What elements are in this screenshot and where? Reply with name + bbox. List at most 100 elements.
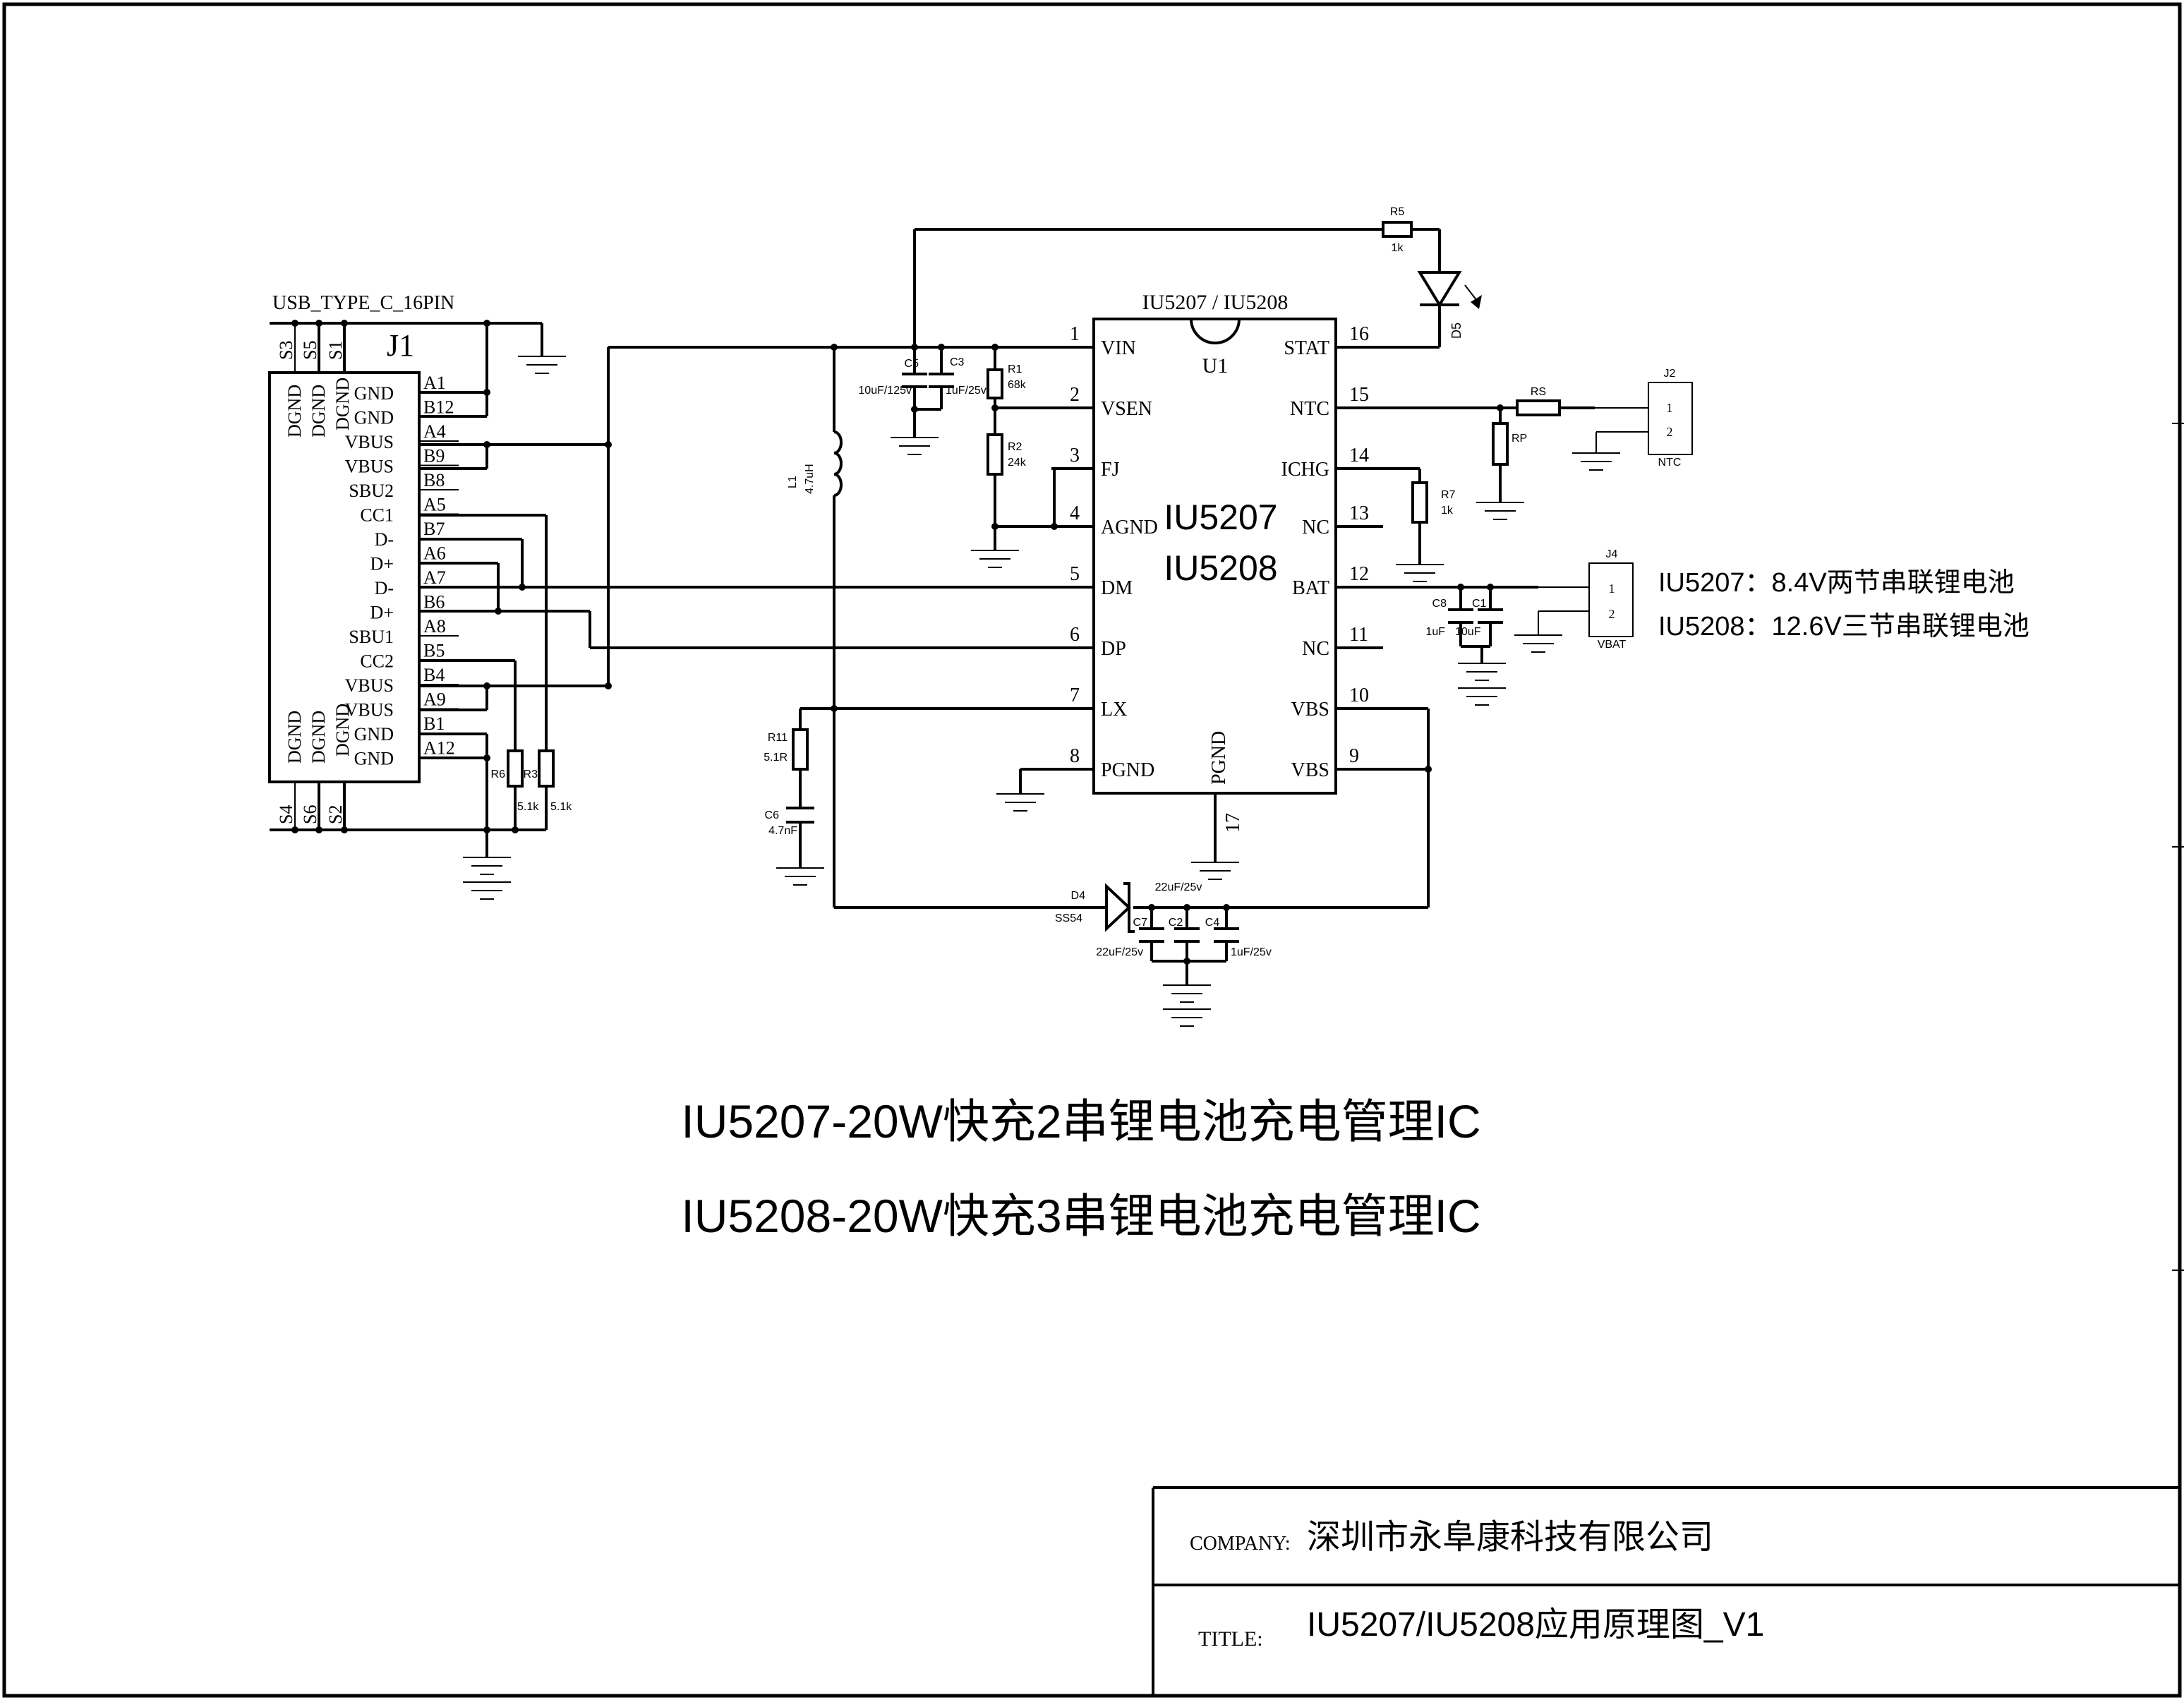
wires <box>419 228 1648 1027</box>
chip-pin-name: LX <box>1101 699 1127 721</box>
led-d5: D5 <box>1417 271 1482 339</box>
r6-value: 5.1k <box>517 801 539 813</box>
capacitor-c1: C1 10uF <box>1455 598 1503 638</box>
capacitor-c4: C4 1uF/25v <box>1205 917 1272 958</box>
chip-part-title: IU5207 / IU5208 <box>1142 291 1289 314</box>
r7-ref: R7 <box>1441 489 1456 501</box>
chip-name-line2: IU5208 <box>1164 548 1277 588</box>
usb-pin-number: A8 <box>423 616 446 637</box>
usb-pin-number: A4 <box>423 421 446 442</box>
usb-pin-number: B9 <box>423 446 445 466</box>
r1-value: 68k <box>1008 379 1027 391</box>
usb-pin-number: B6 <box>423 592 445 613</box>
u1-chip: IU5207 / IU5208 U1 IU5207 IU5208 1VIN2VS… <box>1051 291 1369 833</box>
j4-label: VBAT <box>1598 639 1627 651</box>
chip-pin-name: VIN <box>1101 337 1136 359</box>
r2-ref: R2 <box>1008 441 1022 453</box>
headline-line1: IU5207-20W快充2串锂电池充电管理IC <box>681 1095 1480 1147</box>
battery-notes: IU5207：8.4V两节串联锂电池 IU5208：12.6V三节串联锂电池 <box>1658 568 2029 641</box>
usb-pin-number: B4 <box>423 665 445 685</box>
title-block: COMPANY: 深圳市永阜康科技有限公司 TITLE: IU5207/IU52… <box>1152 1486 2180 1696</box>
note-iu5207: IU5207：8.4V两节串联锂电池 <box>1658 568 2015 598</box>
c8-ref: C8 <box>1432 598 1447 610</box>
usb-pin-number: A9 <box>423 689 446 710</box>
chip-pin-name: VBS <box>1291 759 1329 781</box>
chip-pin-number: 10 <box>1349 685 1369 706</box>
title-label: TITLE: <box>1198 1627 1263 1651</box>
j2-pin2: 2 <box>1667 425 1673 439</box>
r5-ref: R5 <box>1390 206 1405 218</box>
c1-value: 10uF <box>1455 626 1481 638</box>
usb-pin-number: B12 <box>423 397 454 418</box>
rs-ref: RS <box>1531 386 1546 398</box>
chip-pin-number: 14 <box>1349 445 1369 466</box>
title-value: IU5207/IU5208应用原理图_V1 <box>1307 1606 1764 1644</box>
resistor-r7: R7 1k <box>1411 481 1456 524</box>
resistor-r1: R1 68k <box>987 363 1027 399</box>
usb-shield-label-bottom: S4 <box>276 805 296 824</box>
j2-label: NTC <box>1658 457 1682 469</box>
usb-pin-number: B5 <box>423 641 445 661</box>
chip-designator: U1 <box>1202 354 1229 378</box>
chip-pin-name: AGND <box>1101 517 1158 538</box>
usb-pin-name: VBUS <box>345 457 394 477</box>
chip-pin-name: ICHG <box>1281 459 1329 481</box>
usb-pin-name: SBU1 <box>349 627 394 647</box>
usb-pin-number: A7 <box>423 567 446 588</box>
c4-value: 1uF/25v <box>1231 946 1272 958</box>
c6-ref: C6 <box>765 809 780 821</box>
l1-ref: L1 <box>787 476 799 488</box>
chip-pin-number: 8 <box>1070 745 1080 767</box>
usb-dgnd-label: DGND <box>308 711 329 764</box>
chip-pin-number: 12 <box>1349 563 1369 585</box>
usb-pin-name: VBUS <box>345 700 394 721</box>
chip-pin-name: NC <box>1302 517 1329 538</box>
chip-pin-number: 1 <box>1070 323 1080 345</box>
r5-value: 1k <box>1392 242 1404 254</box>
usb-shield-label-top: S5 <box>300 341 320 360</box>
usb-pin-number: A1 <box>423 373 446 393</box>
r1-ref: R1 <box>1008 363 1022 375</box>
usb-pin-number: A12 <box>423 738 455 759</box>
usb-dgnd-label: DGND <box>332 704 353 756</box>
diode-d4: D4 SS54 <box>1055 882 1135 933</box>
chip-pin-number: 7 <box>1070 685 1080 706</box>
r2-value: 24k <box>1008 457 1027 469</box>
c2-value: 22uF/25v <box>1155 881 1202 893</box>
l1-value: 4.7uH <box>804 464 816 494</box>
j4-ref: J4 <box>1606 548 1618 560</box>
c7-value: 22uF/25v <box>1096 946 1143 958</box>
resistor-r11: R11 5.1R <box>764 728 809 771</box>
usb-shield-label-top: S1 <box>325 341 346 360</box>
company-label: COMPANY: <box>1190 1533 1291 1555</box>
usb-pin-name: VBUS <box>345 675 394 696</box>
capacitor-c2: C2 22uF/25v <box>1155 881 1202 943</box>
chip-pin-name: NC <box>1302 638 1329 660</box>
c3-ref: C3 <box>950 356 965 368</box>
capacitor-c7: C7 22uF/25v <box>1096 917 1164 958</box>
usb-pin-name: D+ <box>370 603 394 623</box>
capacitor-c3: C3 1uF/25v <box>929 356 987 397</box>
c3-value: 1uF/25v <box>946 385 987 397</box>
connector-j4-vbat: J4 1 2 VBAT <box>1588 548 1634 651</box>
chip-pin-17-name: PGND <box>1208 731 1230 785</box>
company-name: 深圳市永阜康科技有限公司 <box>1307 1519 1713 1556</box>
usb-pin-name: D+ <box>370 554 394 574</box>
chip-pin-number: 11 <box>1349 624 1368 646</box>
usb-pins: A1GNDB12GNDA4VBUSB9VBUSB8SBU2A5CC1B7D-A6… <box>345 373 459 769</box>
chip-pin-name: PGND <box>1101 759 1154 781</box>
rp-ref: RP <box>1512 433 1527 445</box>
chip-pin-number: 13 <box>1349 502 1369 524</box>
r7-value: 1k <box>1441 505 1454 517</box>
usb-pin-name: GND <box>354 749 394 769</box>
usb-shield-label-top: S3 <box>276 341 296 360</box>
usb-pin-number: B1 <box>423 713 445 734</box>
usb-pin-number: B8 <box>423 470 445 490</box>
usb-pin-name: GND <box>354 408 394 428</box>
chip-pin-name: FJ <box>1101 459 1120 481</box>
headline: IU5207-20W快充2串锂电池充电管理IC IU5208-20W快充3串锂电… <box>681 1095 1480 1242</box>
usb-dgnd-label: DGND <box>332 378 353 430</box>
chip-pins: 1VIN2VSEN3FJ4AGND5DM6DP7LX8PGND16STAT15N… <box>1051 323 1369 781</box>
